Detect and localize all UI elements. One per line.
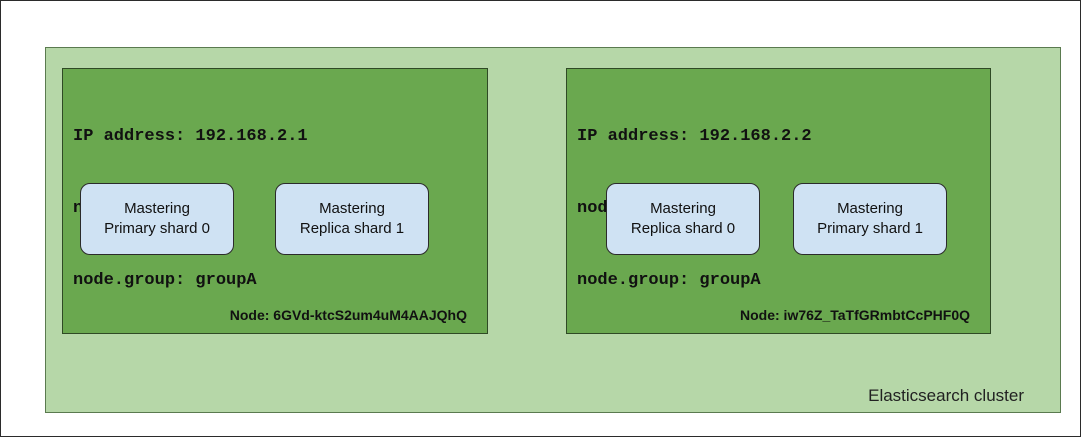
node-1-group: node.group: groupA [73, 271, 257, 290]
elasticsearch-cluster: IP address: 192.168.2.1 node.tag: node1 … [45, 47, 1061, 413]
cluster-label: Elasticsearch cluster [868, 386, 1024, 405]
node-2-shard-primary-1: Mastering Primary shard 1 [793, 183, 947, 255]
node-1-ip: IP address: 192.168.2.1 [73, 127, 308, 146]
shard-index-name: Mastering [837, 200, 903, 217]
node-2-ip: IP address: 192.168.2.2 [577, 127, 812, 146]
shard-index-name: Mastering [124, 200, 190, 217]
node-2-id: Node: iw76Z_TaTfGRmbtCcPHF0Q [740, 307, 970, 323]
node-2-shard-replica-0: Mastering Replica shard 0 [606, 183, 760, 255]
shard-role: Primary shard 0 [104, 220, 210, 237]
node-1: IP address: 192.168.2.1 node.tag: node1 … [62, 68, 488, 334]
shard-role: Primary shard 1 [817, 220, 923, 237]
shard-role: Replica shard 0 [630, 220, 736, 237]
node-2-group: node.group: groupA [577, 271, 761, 290]
node-1-shard-replica-1: Mastering Replica shard 1 [275, 183, 429, 255]
shard-role: Replica shard 1 [299, 220, 405, 237]
node-2: IP address: 192.168.2.2 node.tag: node2 … [566, 68, 991, 334]
shard-index-name: Mastering [650, 200, 716, 217]
node-1-id: Node: 6GVd-ktcS2um4uM4AAJQhQ [229, 307, 467, 323]
shard-index-name: Mastering [319, 200, 385, 217]
node-1-shard-primary-0: Mastering Primary shard 0 [80, 183, 234, 255]
